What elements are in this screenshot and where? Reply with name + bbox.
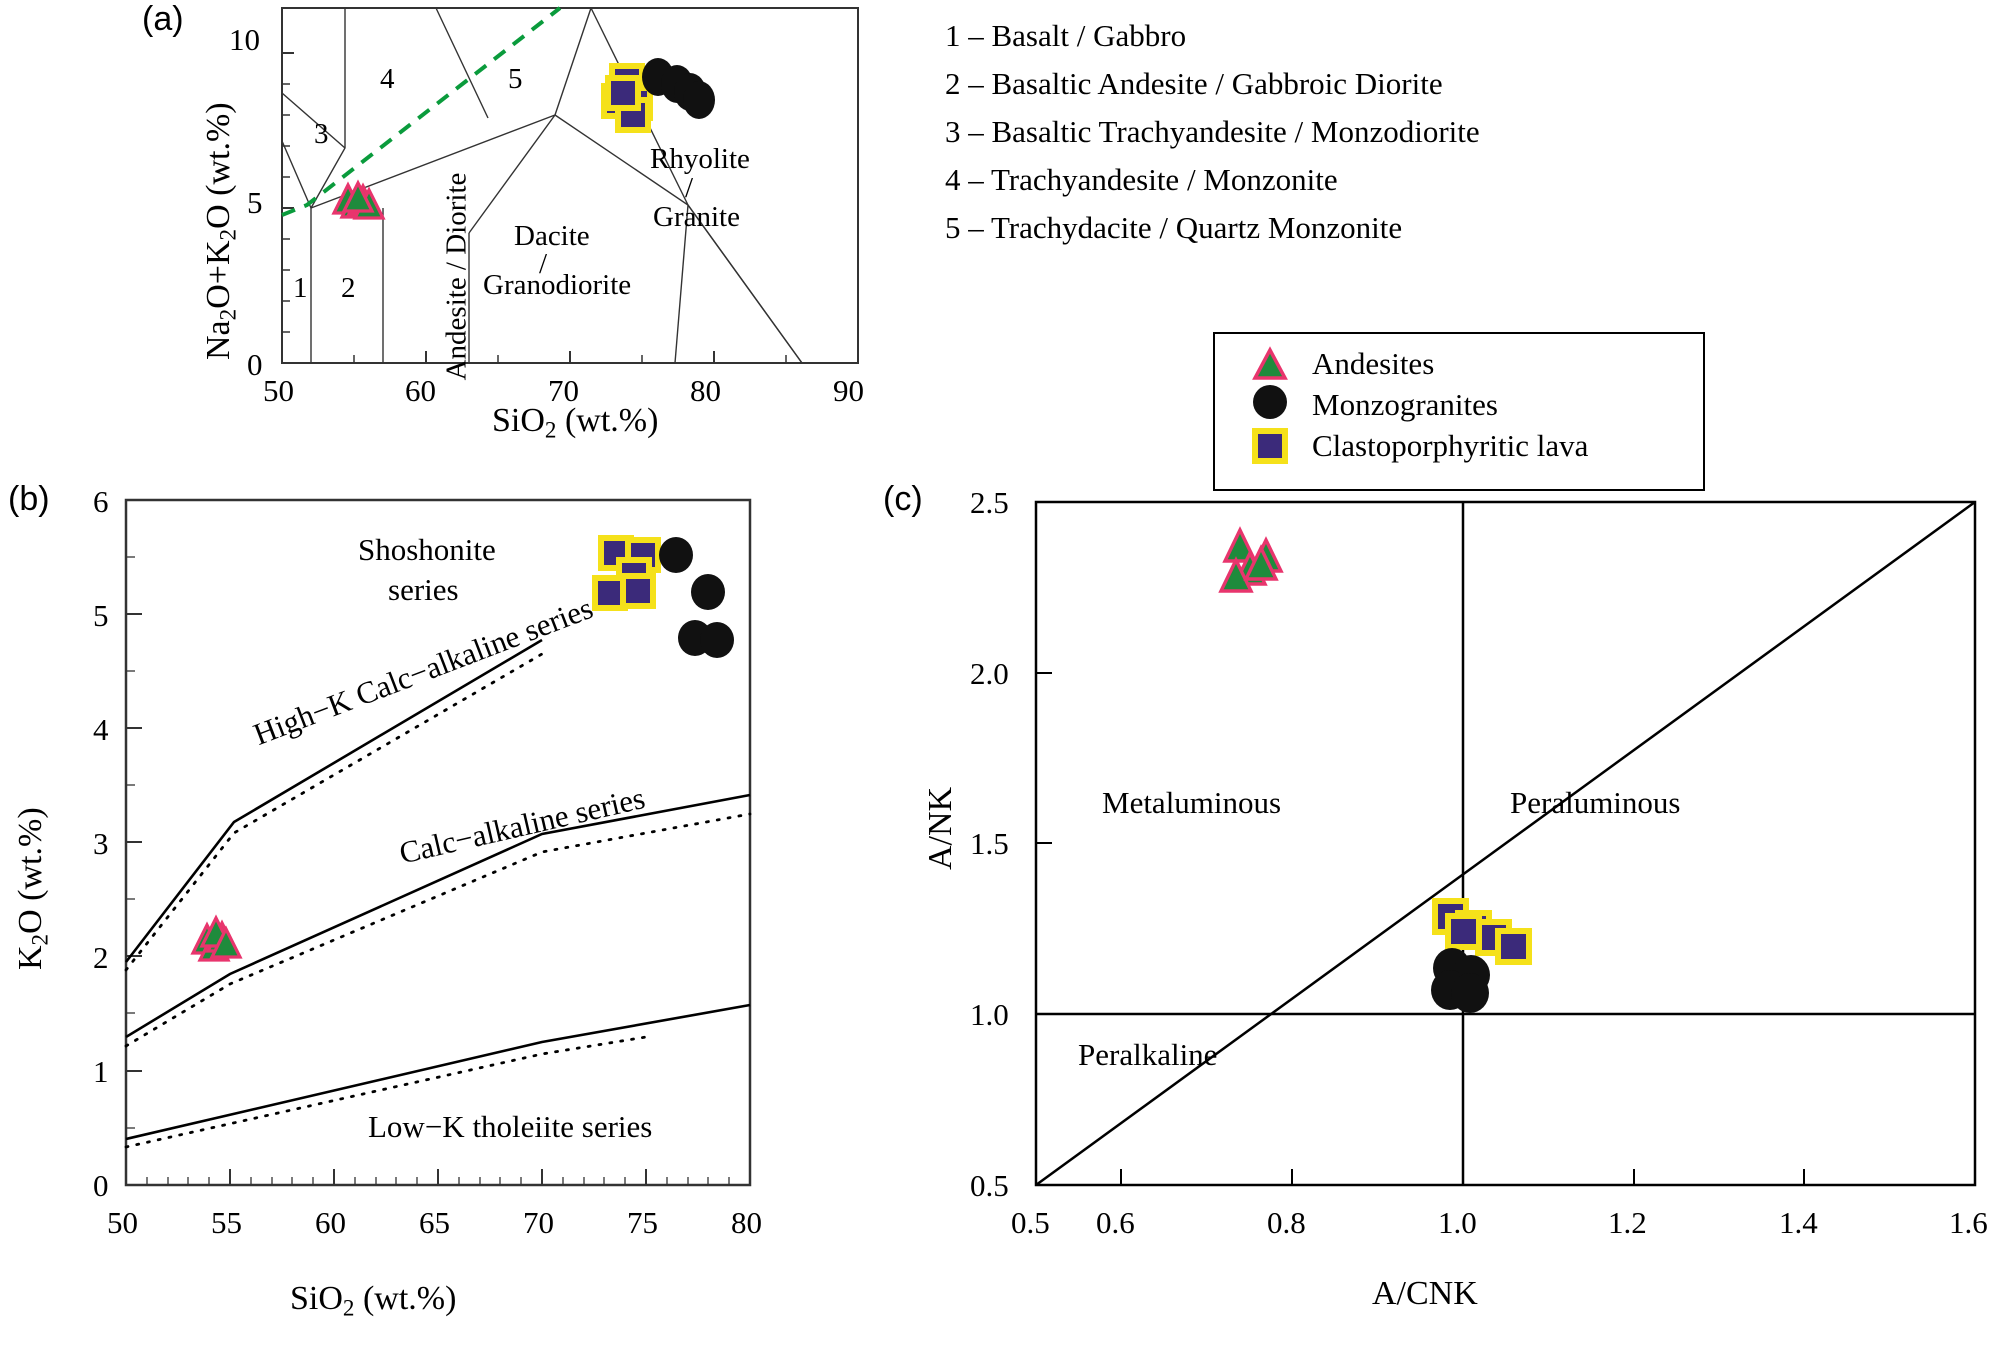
field-key-item-4: 4 – Trachyandesite / Monzonite bbox=[945, 162, 1338, 197]
symbol-legend: Andesites Monzogranites Clastoporphyriti… bbox=[1213, 332, 1705, 491]
lowk-boundary-solid bbox=[125, 1003, 751, 1141]
panel-c-label: (c) bbox=[883, 480, 923, 518]
panel-b-label-shoshonite: Shoshonite bbox=[358, 532, 496, 567]
panel-a-xtick-50: 50 bbox=[263, 373, 294, 408]
panel-c: (c) A/NK A/CNK 2.5 2.0 1.5 1.0 0.5 0.5 0… bbox=[880, 470, 2001, 1346]
field-number-key: 1 – Basalt / Gabbro 2 – Basaltic Andesit… bbox=[945, 18, 1505, 245]
panel-c-ytick-2-5: 2.5 bbox=[970, 485, 1009, 520]
panel-a-xtick-80: 80 bbox=[690, 373, 721, 408]
panel-b: (b) K2O (wt.%) SiO2 (wt.%) 6 5 4 3 2 1 0… bbox=[0, 470, 830, 1346]
panel-a-ytick-10: 10 bbox=[229, 22, 260, 57]
panel-b-xtick-80: 80 bbox=[731, 1205, 762, 1240]
panel-c-xtick-1-2: 1.2 bbox=[1608, 1205, 1647, 1240]
field-key-item-1: 1 – Basalt / Gabbro bbox=[945, 18, 1187, 53]
panel-b-xtick-70: 70 bbox=[523, 1205, 554, 1240]
panel-a-xtick-70: 70 bbox=[548, 373, 579, 408]
panel-c-ytick-0-5: 0.5 bbox=[970, 1168, 1009, 1203]
shoshonite-boundary-solid bbox=[124, 638, 543, 963]
panel-c-xtick-0-8: 0.8 bbox=[1267, 1205, 1306, 1240]
panel-a-series-andesites bbox=[331, 179, 386, 220]
square-icon bbox=[1252, 428, 1288, 464]
panel-b-xtick-65: 65 bbox=[419, 1205, 450, 1240]
panel-c-plot bbox=[1034, 500, 1977, 1187]
panel-a-plot bbox=[281, 6, 859, 364]
panel-c-series-clastoporphyritic-lava bbox=[1432, 898, 1532, 965]
panel-a-x-axis-title: SiO2 (wt.%) bbox=[492, 402, 658, 444]
panel-c-ytick-1-0: 1.0 bbox=[970, 997, 1009, 1032]
panel-a-field-2: 2 bbox=[341, 272, 356, 304]
panel-b-series-andesites bbox=[190, 914, 243, 962]
panel-a-field-3: 3 bbox=[314, 118, 329, 150]
panel-c-ytick-1-5: 1.5 bbox=[970, 826, 1009, 861]
panel-a-xtick-90: 90 bbox=[833, 373, 864, 408]
panel-c-xtick-1-0: 1.0 bbox=[1438, 1205, 1477, 1240]
panel-a-field-dacite-slash: / bbox=[539, 248, 548, 280]
legend-label-clastoporphyritic-lava: Clastoporphyritic lava bbox=[1312, 428, 1589, 463]
panel-a: (a) Na2O+K2O (wt.%) SiO2 (wt.%) 0 5 10 5… bbox=[0, 0, 920, 460]
panel-b-x-axis-title: SiO2 (wt.%) bbox=[290, 1280, 456, 1322]
panel-a-xtick-60: 60 bbox=[405, 373, 436, 408]
panel-b-label-low-k-tholeiite: Low−K tholeiite series bbox=[368, 1109, 653, 1144]
panel-a-label: (a) bbox=[142, 0, 184, 38]
diagonal-1to1-line bbox=[1035, 500, 1976, 1187]
panel-a-field-andesite-diorite: Andesite / Diorite bbox=[440, 172, 473, 381]
panel-b-xtick-60: 60 bbox=[315, 1205, 346, 1240]
legend-symbols bbox=[1252, 346, 1288, 464]
panel-c-ytick-2-0: 2.0 bbox=[970, 656, 1009, 691]
panel-a-field-granite: Granite bbox=[653, 201, 740, 233]
panel-b-series-monzogranites bbox=[659, 537, 734, 658]
panel-b-ytick-1: 1 bbox=[93, 1054, 109, 1089]
panel-c-series-monzogranites bbox=[1431, 948, 1490, 1013]
panel-a-field-granodiorite: Granodiorite bbox=[483, 269, 632, 301]
panel-b-series-clastoporphyritic-lava bbox=[592, 535, 661, 611]
panel-a-field-dacite: Dacite bbox=[514, 220, 590, 252]
panel-c-xtick-0-5: 0.5 bbox=[1011, 1205, 1050, 1240]
panel-c-xtick-1-6: 1.6 bbox=[1949, 1205, 1988, 1240]
panel-b-ytick-2: 2 bbox=[93, 940, 109, 975]
panel-b-plot bbox=[124, 498, 752, 1187]
panel-b-ytick-0: 0 bbox=[93, 1168, 109, 1203]
panel-c-xtick-0-6: 0.6 bbox=[1096, 1205, 1135, 1240]
panel-b-ytick-3: 3 bbox=[93, 826, 109, 861]
field-key-item-2: 2 – Basaltic Andesite / Gabbroic Diorite bbox=[945, 66, 1443, 101]
panel-b-ytick-4: 4 bbox=[93, 712, 109, 747]
panel-c-series-andesites bbox=[1218, 526, 1284, 593]
panel-b-label: (b) bbox=[8, 480, 50, 518]
panel-a-ytick-5: 5 bbox=[247, 185, 263, 220]
panel-a-field-5: 5 bbox=[508, 63, 523, 95]
x-title-text-b: SiO2 (wt.%) bbox=[290, 1280, 457, 1322]
highk-calcalk-boundary-solid bbox=[125, 793, 751, 1039]
panel-b-label-shoshonite-series: series bbox=[388, 572, 459, 607]
circle-icon bbox=[1253, 385, 1287, 419]
panel-a-field-1: 1 bbox=[293, 272, 308, 304]
panel-a-series-monzogranites bbox=[642, 58, 715, 119]
panel-c-label-peralkaline: Peralkaline bbox=[1078, 1037, 1218, 1072]
panel-b-xtick-75: 75 bbox=[627, 1205, 658, 1240]
legend-label-monzogranites: Monzogranites bbox=[1312, 387, 1498, 422]
field-key-item-5: 5 – Trachydacite / Quartz Monzonite bbox=[945, 210, 1403, 245]
x-title-text: SiO2 (wt.%) bbox=[492, 402, 659, 444]
panel-c-xtick-1-4: 1.4 bbox=[1779, 1205, 1818, 1240]
alkaline-divider-line bbox=[281, 6, 562, 217]
panel-b-xtick-50: 50 bbox=[107, 1205, 138, 1240]
lowk-boundary-dotted bbox=[124, 1035, 648, 1149]
panel-a-field-4: 4 bbox=[380, 63, 395, 95]
panel-c-x-axis-title: A/CNK bbox=[1372, 1275, 1478, 1312]
panel-b-ytick-6: 6 bbox=[93, 484, 109, 519]
legend-label-andesites: Andesites bbox=[1312, 346, 1435, 381]
panel-c-label-metaluminous: Metaluminous bbox=[1102, 785, 1282, 820]
shoshonite-boundary-dotted bbox=[124, 652, 544, 972]
panel-a-ytick-0: 0 bbox=[247, 347, 263, 382]
panel-c-label-peraluminous: Peraluminous bbox=[1510, 785, 1681, 820]
triangle-icon bbox=[1252, 346, 1288, 380]
panel-b-xtick-55: 55 bbox=[211, 1205, 242, 1240]
field-key-item-3: 3 – Basaltic Trachyandesite / Monzodiori… bbox=[945, 114, 1480, 149]
panel-a-field-rhyolite-slash: / bbox=[685, 172, 694, 204]
panel-b-ytick-5: 5 bbox=[93, 598, 109, 633]
panel-a-field-rhyolite: Rhyolite bbox=[650, 143, 750, 175]
panel-a-series-clastoporphyritic-lava bbox=[601, 63, 653, 133]
